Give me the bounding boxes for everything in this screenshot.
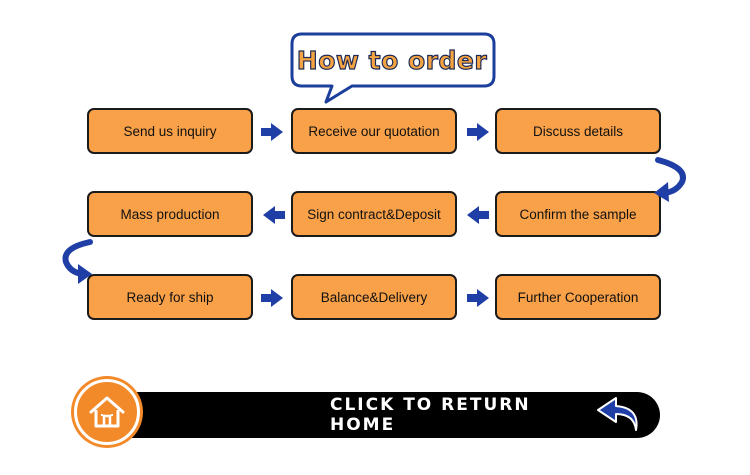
arrow-left-icon (263, 206, 285, 224)
step-balance-delivery: Balance&Delivery (291, 274, 457, 320)
step-discuss-details: Discuss details (495, 108, 661, 154)
return-home-bar[interactable] (100, 392, 660, 438)
u-turn-arrow-left-icon (62, 239, 93, 284)
home-icon (89, 396, 125, 428)
arrow-right-icon (261, 289, 283, 307)
return-arrow-icon[interactable] (594, 396, 640, 432)
arrow-left-icon (467, 206, 489, 224)
step-ready-for-ship: Ready for ship (87, 274, 253, 320)
step-mass-production: Mass production (87, 191, 253, 237)
step-send-us-inquiry: Send us inquiry (87, 108, 253, 154)
arrow-right-icon (467, 289, 489, 307)
step-further-cooperation: Further Cooperation (495, 274, 661, 320)
step-sign-contract-deposit: Sign contract&Deposit (291, 191, 457, 237)
step-confirm-the-sample: Confirm the sample (495, 191, 661, 237)
arrow-right-icon (261, 123, 283, 141)
u-turn-arrow-right-icon (654, 157, 686, 202)
return-home-label[interactable]: CLICK TO RETURN HOME (330, 395, 531, 435)
arrow-right-icon (467, 123, 489, 141)
page-title: How to order (296, 45, 488, 75)
home-button[interactable] (74, 379, 140, 445)
step-receive-our-quotation: Receive our quotation (291, 108, 457, 154)
